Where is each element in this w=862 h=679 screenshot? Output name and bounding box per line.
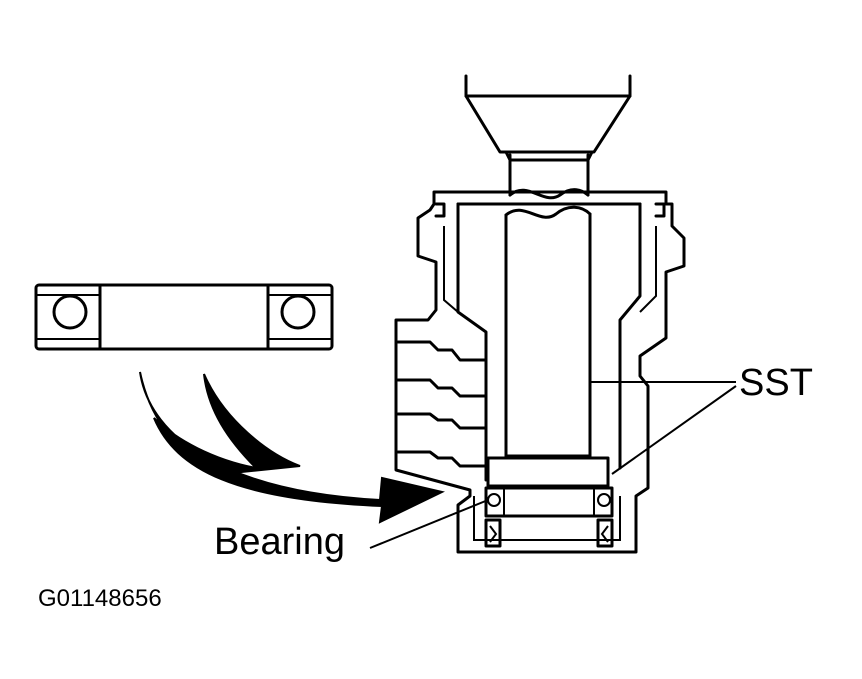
press-ram — [464, 74, 632, 154]
bearing-label: Bearing — [214, 521, 345, 563]
loose-bearing — [34, 283, 334, 351]
press-spindle — [504, 150, 594, 219]
sst-label: SST — [739, 362, 813, 404]
housing — [394, 190, 686, 554]
leader-lines — [369, 381, 737, 549]
installed-bearing — [484, 486, 614, 548]
figure-code: G01148656 — [38, 585, 162, 612]
install-arrow — [139, 371, 445, 524]
sst-tool — [486, 212, 610, 488]
